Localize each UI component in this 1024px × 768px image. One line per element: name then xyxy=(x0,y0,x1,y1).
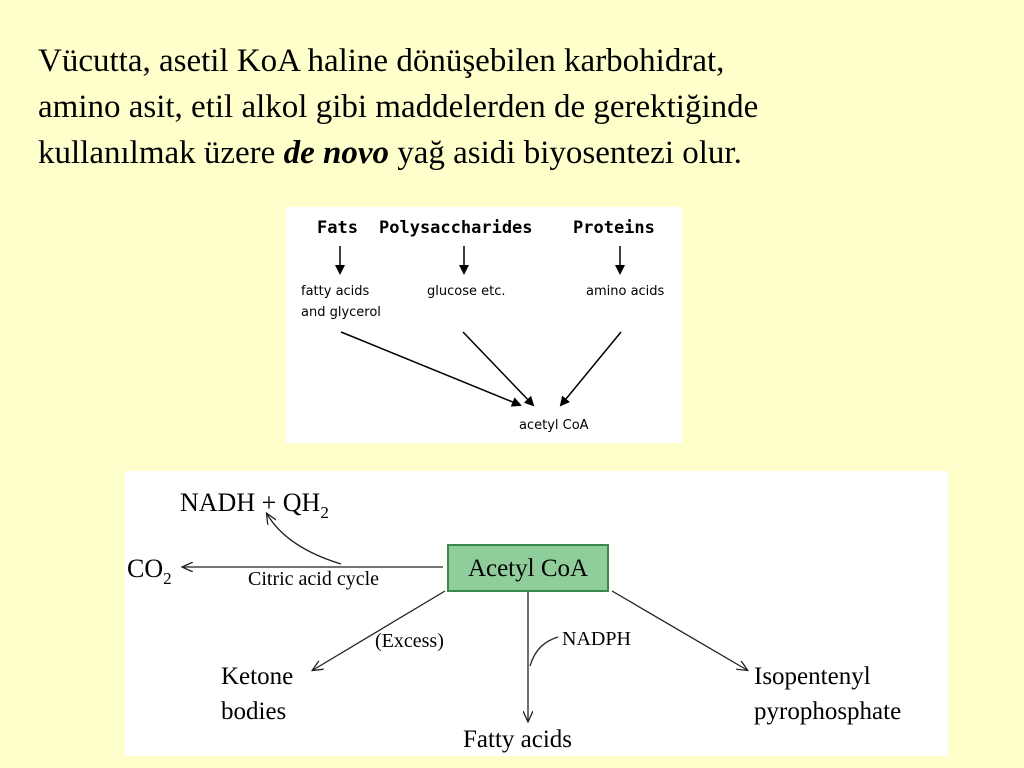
de-novo-emphasis: de novo xyxy=(283,135,389,171)
source-polysaccharides: Polysaccharides xyxy=(379,218,533,238)
acetyl-coa-sources-diagram: Fats Polysaccharides Proteins fatty acid… xyxy=(286,207,682,443)
ketone-bodies-line-2: bodies xyxy=(221,698,286,725)
arrow-glucose-to-acetyl-coa xyxy=(462,331,535,407)
acetyl-coa-box xyxy=(447,544,609,592)
fatty-acids-label: Fatty acids xyxy=(463,726,572,753)
arrow-to-isopentenyl-pyrophosphate xyxy=(611,590,747,670)
sources-diagram-svg: Fats Polysaccharides Proteins fatty acid… xyxy=(301,218,665,433)
paragraph-line-3-end: yağ asidi biyosentezi olur. xyxy=(388,135,742,171)
citric-acid-cycle-label: Citric acid cycle xyxy=(248,568,379,590)
nadph-input-curve xyxy=(529,636,559,667)
nadh-qh2-label: NADH + QH2 xyxy=(180,488,329,522)
ketone-bodies-line-1: Ketone xyxy=(221,663,293,690)
intermediate-fatty-acids: fatty acids xyxy=(301,284,370,299)
source-fats: Fats xyxy=(317,218,358,238)
isopentenyl-line-1: Isopentenyl xyxy=(754,663,871,690)
intermediate-amino-acids: amino acids xyxy=(586,284,665,299)
arrow-fatty-acids-to-acetyl-coa xyxy=(340,331,522,407)
isopentenyl-line-2: pyrophosphate xyxy=(754,698,901,725)
acetyl-coa-label: Acetyl CoA xyxy=(468,555,588,582)
paragraph-line-1: Vücutta, asetil KoA haline dönüşebilen k… xyxy=(38,43,725,79)
paragraph-line-3-start: kullanılmak üzere xyxy=(38,135,284,171)
fates-diagram-svg: NADH + QH2 CO2 Citric acid cycle Acetyl … xyxy=(127,488,901,753)
arrow-to-nadh-qh2 xyxy=(267,514,342,565)
source-proteins: Proteins xyxy=(573,218,655,238)
intermediate-glycerol: and glycerol xyxy=(301,305,381,320)
excess-label: (Excess) xyxy=(375,630,444,652)
co2-label: CO2 xyxy=(127,554,172,588)
paragraph-line-3: kullanılmak üzere de novo yağ asidi biyo… xyxy=(38,130,998,176)
intermediate-glucose: glucose etc. xyxy=(427,284,505,299)
arrow-amino-acids-to-acetyl-coa xyxy=(559,331,622,407)
arrow-to-ketone-bodies xyxy=(313,590,446,670)
nadph-label: NADPH xyxy=(562,628,631,650)
paragraph-line-2: amino asit, etil alkol gibi maddelerden … xyxy=(38,89,759,125)
slide-paragraph: Vücutta, asetil KoA haline dönüşebilen k… xyxy=(38,38,998,176)
product-acetyl-coa: acetyl CoA xyxy=(519,418,589,433)
acetyl-coa-fates-diagram: NADH + QH2 CO2 Citric acid cycle Acetyl … xyxy=(125,471,948,756)
